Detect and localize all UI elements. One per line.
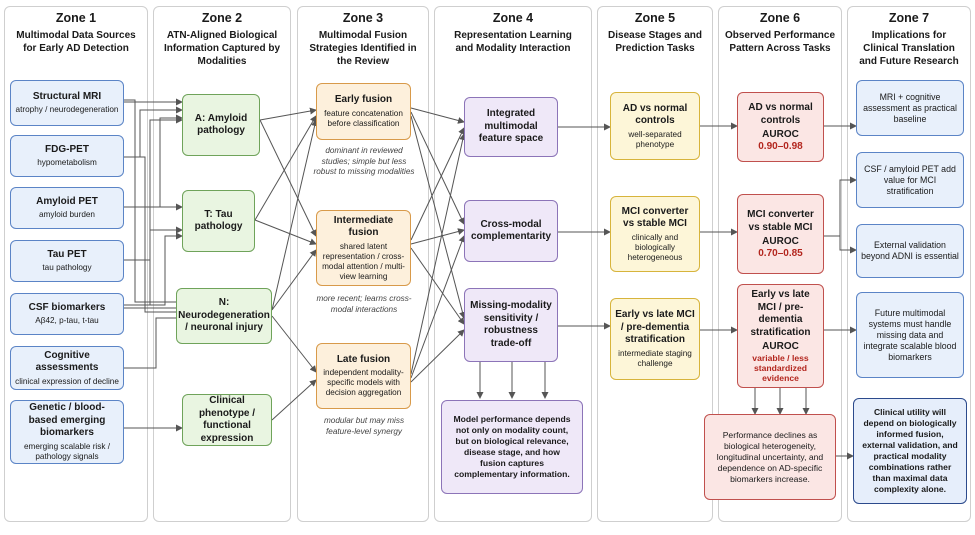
source-title: CSF biomarkers	[28, 301, 106, 313]
atn-title: N: Neurodegeneration / neuronal injury	[178, 297, 270, 334]
task-title: MCI converter vs stable MCI	[621, 205, 689, 230]
implication-text: MRI + cognitive assessment as practical …	[863, 91, 957, 124]
zone-2-title: Zone 2	[201, 11, 243, 25]
perf-summary-text: Performance declines as biological heter…	[716, 429, 824, 484]
task-subtitle: well-separated phenotype	[628, 129, 682, 149]
fusion-title: Intermediate fusion	[333, 214, 394, 239]
zone-5-title: Zone 5	[634, 11, 676, 25]
rep-title: Missing-modality sensitivity / robustnes…	[470, 300, 552, 349]
implication-text: CSF / amyloid PET add value for MCI stra…	[864, 163, 956, 196]
zone-6-title: Zone 6	[759, 11, 801, 25]
fusion-intermediate: Intermediate fusion shared latent repres…	[316, 210, 411, 286]
fusion-title: Late fusion	[336, 353, 391, 365]
source-csf-biomarkers: CSF biomarkers Aβ42, p-tau, t-tau	[10, 293, 124, 335]
task-early-vs-late-mci: Early vs late MCI / pre-dementia stratif…	[610, 298, 700, 380]
perf-auroc-label: AUROC	[762, 341, 799, 352]
implication-external-validation: External validation beyond ADNI is essen…	[856, 224, 964, 278]
atn-neurodegeneration: N: Neurodegeneration / neuronal injury	[176, 288, 272, 344]
zone-6-subtitle: Observed Performance Pattern Across Task…	[724, 30, 836, 54]
task-subtitle: clinically and biologically heterogeneou…	[627, 232, 683, 262]
fusion-early: Early fusion feature concatenation befor…	[316, 83, 411, 140]
rep-missing-modality: Missing-modality sensitivity / robustnes…	[464, 288, 558, 362]
zone-7-subtitle: Implications for Clinical Translation an…	[859, 30, 959, 67]
zone-1-subtitle: Multimodal Data Sources for Early AD Det…	[16, 30, 136, 54]
source-subtitle: amyloid burden	[39, 210, 95, 220]
rep-summary-text: Model performance depends not only on mo…	[453, 414, 571, 479]
perf-auroc-label: AUROC	[762, 129, 799, 140]
atn-amyloid: A: Amyloid pathology	[182, 94, 260, 156]
source-title: Genetic / blood-based emerging biomarker…	[28, 402, 106, 439]
rep-summary: Model performance depends not only on mo…	[441, 400, 583, 494]
fusion-early-note: dominant in reviewed studies; simple but…	[313, 146, 415, 176]
perf-title: MCI converter vs stable MCI	[747, 209, 814, 233]
source-genetic-blood: Genetic / blood-based emerging biomarker…	[10, 400, 124, 464]
zone-7-title: Zone 7	[888, 11, 930, 25]
perf-ad-vs-nc: AD vs normal controls AUROC 0.90–0.98	[737, 92, 824, 162]
rep-integrated-feature-space: Integrated multimodal feature space	[464, 97, 558, 157]
atn-tau: T: Tau pathology	[182, 190, 255, 252]
rep-cross-modal: Cross-modal complementarity	[464, 200, 558, 262]
task-subtitle: intermediate staging challenge	[618, 348, 692, 368]
source-subtitle: hypometabolism	[37, 158, 97, 168]
implication-mri-baseline: MRI + cognitive assessment as practical …	[856, 80, 964, 136]
zone-3-subtitle: Multimodal Fusion Strategies Identified …	[309, 30, 417, 67]
perf-summary: Performance declines as biological heter…	[704, 414, 836, 500]
perf-auroc-label: AUROC	[762, 236, 799, 247]
perf-auroc-value: variable / less standardized evidence	[752, 353, 809, 383]
implication-text: Future multimodal systems must handle mi…	[863, 307, 957, 362]
zone-5-subtitle: Disease Stages and Prediction Tasks	[608, 30, 702, 54]
perf-auroc-value: 0.90–0.98	[758, 141, 803, 152]
source-fdg-pet: FDG-PET hypometabolism	[10, 135, 124, 177]
implication-final: Clinical utility will depend on biologic…	[853, 398, 967, 504]
source-subtitle: clinical expression of decline	[15, 376, 119, 386]
implication-future-systems: Future multimodal systems must handle mi…	[856, 292, 964, 378]
zone-2-subtitle: ATN-Aligned Biological Information Captu…	[163, 30, 281, 67]
source-title: Amyloid PET	[36, 195, 98, 207]
source-title: Tau PET	[47, 248, 87, 260]
fusion-subtitle: feature concatenation before classificat…	[324, 108, 403, 128]
zone-3-title: Zone 3	[342, 11, 384, 25]
atn-title: T: Tau pathology	[194, 208, 243, 233]
fusion-intermediate-note: more recent; learns cross-modal interact…	[316, 294, 412, 314]
source-subtitle: Aβ42, p-tau, t-tau	[35, 316, 99, 326]
implication-final-text: Clinical utility will depend on biologic…	[862, 407, 958, 494]
zone-4-subtitle: Representation Learning and Modality Int…	[454, 30, 572, 54]
source-tau-pet: Tau PET tau pathology	[10, 240, 124, 282]
task-mci-converter: MCI converter vs stable MCI clinically a…	[610, 196, 700, 272]
source-subtitle: tau pathology	[42, 263, 92, 273]
source-cognitive-assessments: Cognitive assessments clinical expressio…	[10, 346, 124, 390]
task-ad-vs-nc: AD vs normal controls well-separated phe…	[610, 92, 700, 160]
source-subtitle: emerging scalable risk / pathology signa…	[23, 441, 110, 461]
task-title: Early vs late MCI / pre-dementia stratif…	[615, 309, 695, 346]
rep-title: Cross-modal complementarity	[470, 218, 552, 243]
implication-text: External validation beyond ADNI is essen…	[861, 240, 959, 261]
implication-csf-amyloid: CSF / amyloid PET add value for MCI stra…	[856, 152, 964, 208]
fusion-late-note: modular but may miss feature-level syner…	[323, 416, 405, 436]
source-title: Cognitive assessments	[35, 349, 99, 374]
source-title: Structural MRI	[32, 90, 102, 102]
source-subtitle: atrophy / neurodegeneration	[15, 105, 119, 115]
atn-title: A: Amyloid pathology	[194, 112, 248, 137]
source-structural-mri: Structural MRI atrophy / neurodegenerati…	[10, 80, 124, 126]
fusion-subtitle: shared latent representation / cross-mod…	[322, 241, 405, 281]
atn-clinical-phenotype: Clinical phenotype / functional expressi…	[182, 394, 272, 446]
source-title: FDG-PET	[45, 143, 89, 155]
fusion-subtitle: independent modality-specific models wit…	[323, 368, 404, 398]
atn-title: Clinical phenotype / functional expressi…	[198, 395, 256, 444]
perf-mci-converter: MCI converter vs stable MCI AUROC 0.70–0…	[737, 194, 824, 274]
task-title: AD vs normal controls	[622, 102, 688, 127]
perf-title: AD vs normal controls	[748, 102, 813, 126]
fusion-late: Late fusion independent modality-specifi…	[316, 343, 411, 409]
perf-title: Early vs late MCI / pre-dementia stratif…	[750, 289, 811, 338]
perf-auroc-value: 0.70–0.85	[758, 248, 803, 259]
zone-1-title: Zone 1	[55, 11, 97, 25]
perf-early-vs-late-mci: Early vs late MCI / pre-dementia stratif…	[737, 284, 824, 388]
rep-title: Integrated multimodal feature space	[478, 108, 544, 145]
source-amyloid-pet: Amyloid PET amyloid burden	[10, 187, 124, 229]
fusion-title: Early fusion	[334, 94, 393, 106]
zone-4-title: Zone 4	[492, 11, 534, 25]
